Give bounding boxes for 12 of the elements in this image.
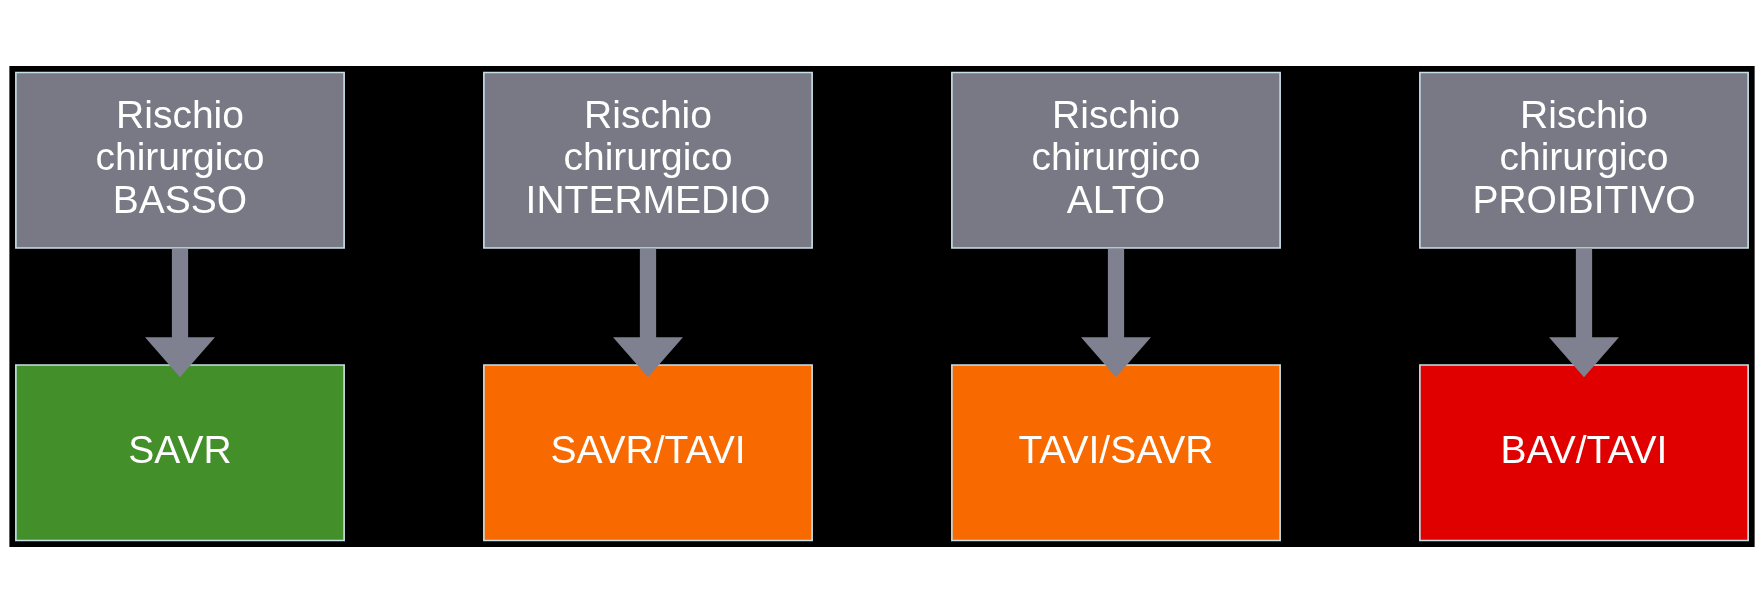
node-box: Rischio chirurgico BASSO — [15, 71, 345, 249]
arrow — [613, 248, 683, 377]
node-box: BAV/TAVI — [1419, 363, 1749, 541]
node-box: Rischio chirurgico ALTO — [951, 71, 1281, 249]
node-box: TAVI/SAVR — [951, 363, 1281, 541]
node-box: SAVR — [15, 363, 345, 541]
arrow — [145, 248, 215, 377]
arrow — [1081, 248, 1151, 377]
node-box: Rischio chirurgico INTERMEDIO — [483, 71, 813, 249]
arrow — [1549, 248, 1619, 377]
node-box: SAVR/TAVI — [483, 363, 813, 541]
node-box: Rischio chirurgico PROIBITIVO — [1419, 71, 1749, 249]
